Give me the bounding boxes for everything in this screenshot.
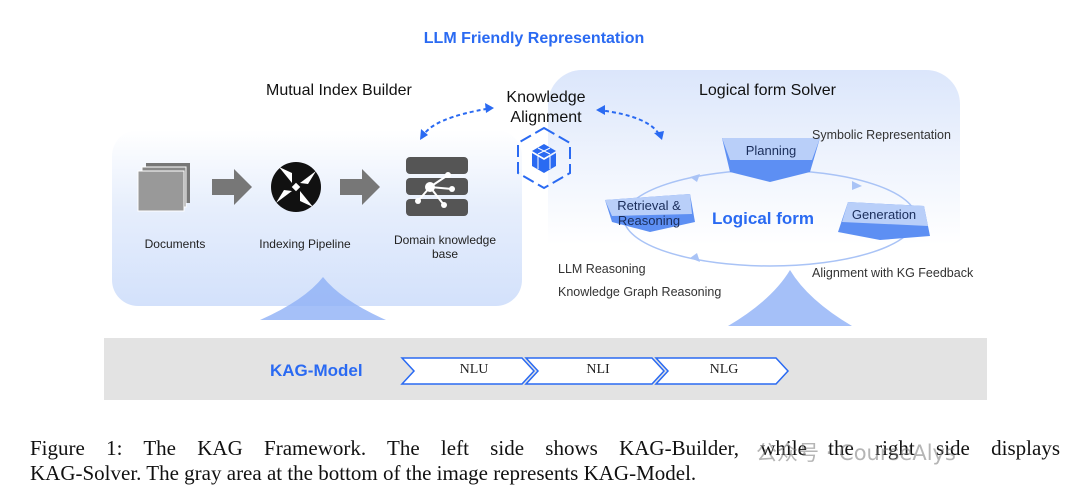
logical-form-label: Logical form: [712, 209, 815, 228]
planning-label: Planning: [745, 143, 797, 158]
diagram-title: LLM Friendly Representation: [423, 30, 645, 47]
retrieval-line1: Retrieval &: [617, 198, 681, 213]
solver-panel: [548, 70, 960, 320]
chevron-nlu: [400, 357, 536, 385]
solver-title: Logical form Solver: [699, 82, 836, 99]
generation-label: Generation: [851, 207, 917, 222]
stage-chevrons: [400, 357, 790, 385]
symbolic-label: Symbolic Representation: [812, 128, 951, 142]
alignment-line2: Alignment: [510, 109, 582, 126]
llm-reasoning-label: LLM Reasoning: [558, 262, 646, 276]
alignment-feedback-label: Alignment with KG Feedback: [812, 266, 974, 280]
flow-arrow-icon: [340, 169, 380, 205]
chevron-nlg: [654, 357, 790, 385]
flow-arrow-icon: [212, 169, 252, 205]
stage-nlu: NLU: [459, 362, 489, 377]
kag-model-title: KAG-Model: [270, 361, 363, 380]
kb-label-line2: base: [431, 247, 459, 261]
solver-graphics: [420, 103, 930, 326]
caption-line2: KAG-Solver. The gray area at the bottom …: [30, 461, 697, 485]
kb-label: Domain knowledge base: [380, 233, 510, 261]
alignment-arrow-left: [421, 107, 493, 139]
builder-glow: [260, 277, 386, 320]
indexing-pipeline-label: Indexing Pipeline: [259, 237, 351, 251]
knowledge-cube-icon: [517, 126, 571, 190]
solver-glow: [728, 270, 852, 326]
retrieval-line2: Reasoning: [617, 213, 681, 228]
builder-title: Mutual Index Builder: [266, 82, 412, 99]
watermark: 公众号 · CourseAlys: [756, 441, 956, 465]
documents-icon: [137, 163, 190, 212]
alignment-line1: Knowledge: [506, 89, 586, 106]
alignment-arrow-right: [597, 109, 661, 137]
database-icon: [406, 157, 468, 216]
stage-nli: NLI: [586, 362, 610, 377]
retrieval-label: Retrieval & Reasoning: [606, 198, 692, 228]
stage-nlg: NLG: [709, 362, 739, 377]
documents-label: Documents: [144, 237, 206, 251]
kg-reasoning-label: Knowledge Graph Reasoning: [558, 285, 722, 299]
chevron-nli: [524, 357, 666, 385]
caption-line1: Figure 1: The KAG Framework. The left si…: [30, 436, 1060, 460]
builder-graphics: [137, 157, 468, 320]
figure-caption: Figure 1: The KAG Framework. The left si…: [30, 436, 1060, 486]
alignment-label: Knowledge Alignment: [500, 88, 592, 128]
indexing-pipeline-icon: [271, 162, 321, 212]
kb-label-line1: Domain knowledge: [393, 233, 497, 247]
